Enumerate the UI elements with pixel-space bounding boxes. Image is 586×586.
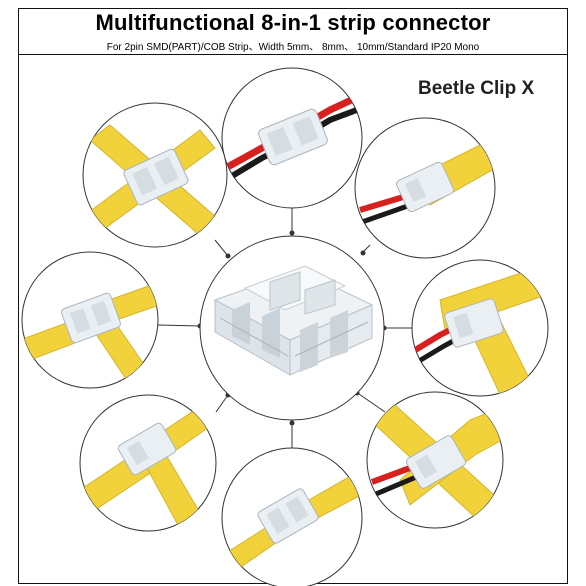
strip-cross-wire-image-bottom-right [366,391,504,529]
strip-cross-image-top-left [82,102,228,248]
page-subtitle: For 2pin SMD(PART)/COB Strip、Width 5mm、 … [106,42,480,53]
strip-to-strip-image-bottom [221,447,363,586]
connection-lines [157,208,412,448]
strip-t-image-bottom-left [79,394,217,532]
strip-t-wire-image-right [411,259,549,397]
strip-t-image-left [21,251,159,389]
header-bar: Multifunctional 8-in-1 strip connector F… [18,8,568,55]
strip-to-wire-image-top-right [354,117,496,259]
page-title: Multifunctional 8-in-1 strip connector [95,10,491,35]
wire-to-wire-image-top [221,67,363,209]
brand-label: Beetle Clip X [418,78,535,99]
center-connector-image [199,235,385,421]
